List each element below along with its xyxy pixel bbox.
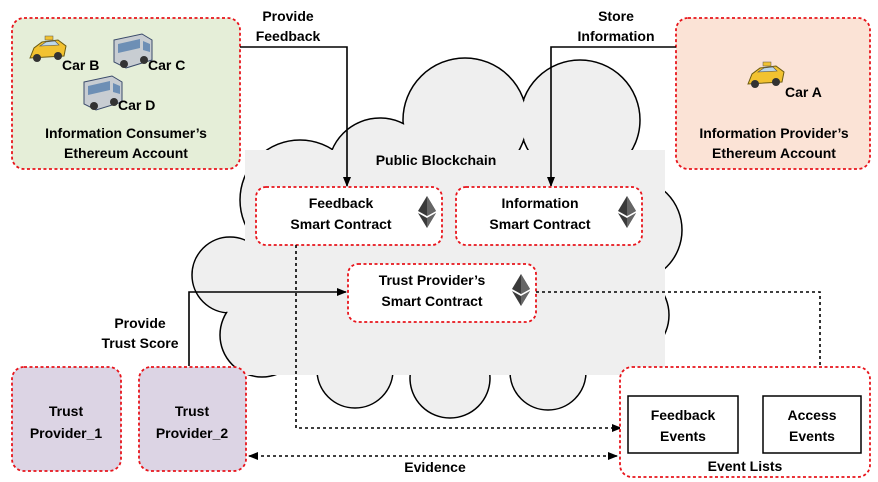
- provide-trust-label-line1: Provide: [114, 315, 166, 331]
- trust-provider-2-box: [138, 366, 247, 472]
- evidence-label: Evidence: [404, 459, 466, 475]
- feedback-smart-contract: [255, 186, 443, 246]
- car-b-label: Car B: [62, 57, 99, 73]
- feedback-events-box: [627, 395, 739, 454]
- taxi-icon: [747, 61, 785, 88]
- bus-icon: [83, 75, 123, 111]
- trust-contract-line1: Trust Provider’s: [379, 272, 486, 288]
- store-information-label-line1: Store: [598, 8, 634, 24]
- feedback-contract-line1: Feedback: [309, 195, 374, 211]
- car-a-label: Car A: [785, 84, 822, 100]
- car-c-label: Car C: [148, 57, 185, 73]
- ethereum-icon: [418, 196, 436, 228]
- provider-title-line1: Information Provider’s: [699, 125, 849, 141]
- information-contract-line1: Information: [502, 195, 579, 211]
- car-d-label: Car D: [118, 97, 155, 113]
- access-events-box: [762, 395, 862, 454]
- trust-provider-1-box: [11, 366, 122, 472]
- access-events-dotted-arrow: [536, 291, 824, 395]
- provide-feedback-arrow: [240, 46, 351, 187]
- store-information-label-line2: Information: [578, 28, 655, 44]
- feedback-events-dotted-arrow: [295, 245, 622, 432]
- information-provider-box: [675, 17, 871, 170]
- feedback-events-line2: Events: [660, 428, 706, 444]
- trust-provider-1-line2: Provider_1: [30, 425, 103, 441]
- feedback-contract-line2: Smart Contract: [290, 216, 391, 232]
- feedback-events-line1: Feedback: [651, 407, 716, 423]
- provide-trust-score-arrow: [188, 288, 347, 366]
- trust-provider-2-line2: Provider_2: [156, 425, 229, 441]
- bus-icon: [113, 33, 153, 69]
- access-events-line1: Access: [787, 407, 836, 423]
- consumer-title-line2: Ethereum Account: [64, 145, 188, 161]
- provider-title-line2: Ethereum Account: [712, 145, 836, 161]
- store-information-arrow: [547, 46, 676, 187]
- trust-provider-2-line1: Trust: [175, 403, 210, 419]
- ethereum-icon: [618, 196, 636, 228]
- ethereum-icon: [512, 274, 530, 306]
- taxi-icon: [29, 35, 67, 62]
- trust-provider-smart-contract: [347, 263, 537, 323]
- provide-trust-label-line2: Trust Score: [101, 335, 178, 351]
- provide-feedback-label-line1: Provide: [262, 8, 314, 24]
- trust-provider-1-line1: Trust: [49, 403, 84, 419]
- consumer-title-line1: Information Consumer’s: [45, 125, 207, 141]
- cloud-title: Public Blockchain: [376, 152, 497, 168]
- trust-contract-line2: Smart Contract: [381, 293, 482, 309]
- event-lists-label: Event Lists: [708, 458, 783, 474]
- provide-feedback-label-line2: Feedback: [256, 28, 321, 44]
- information-consumer-box: [11, 17, 241, 170]
- information-smart-contract: [455, 186, 643, 246]
- access-events-line2: Events: [789, 428, 835, 444]
- information-contract-line2: Smart Contract: [489, 216, 590, 232]
